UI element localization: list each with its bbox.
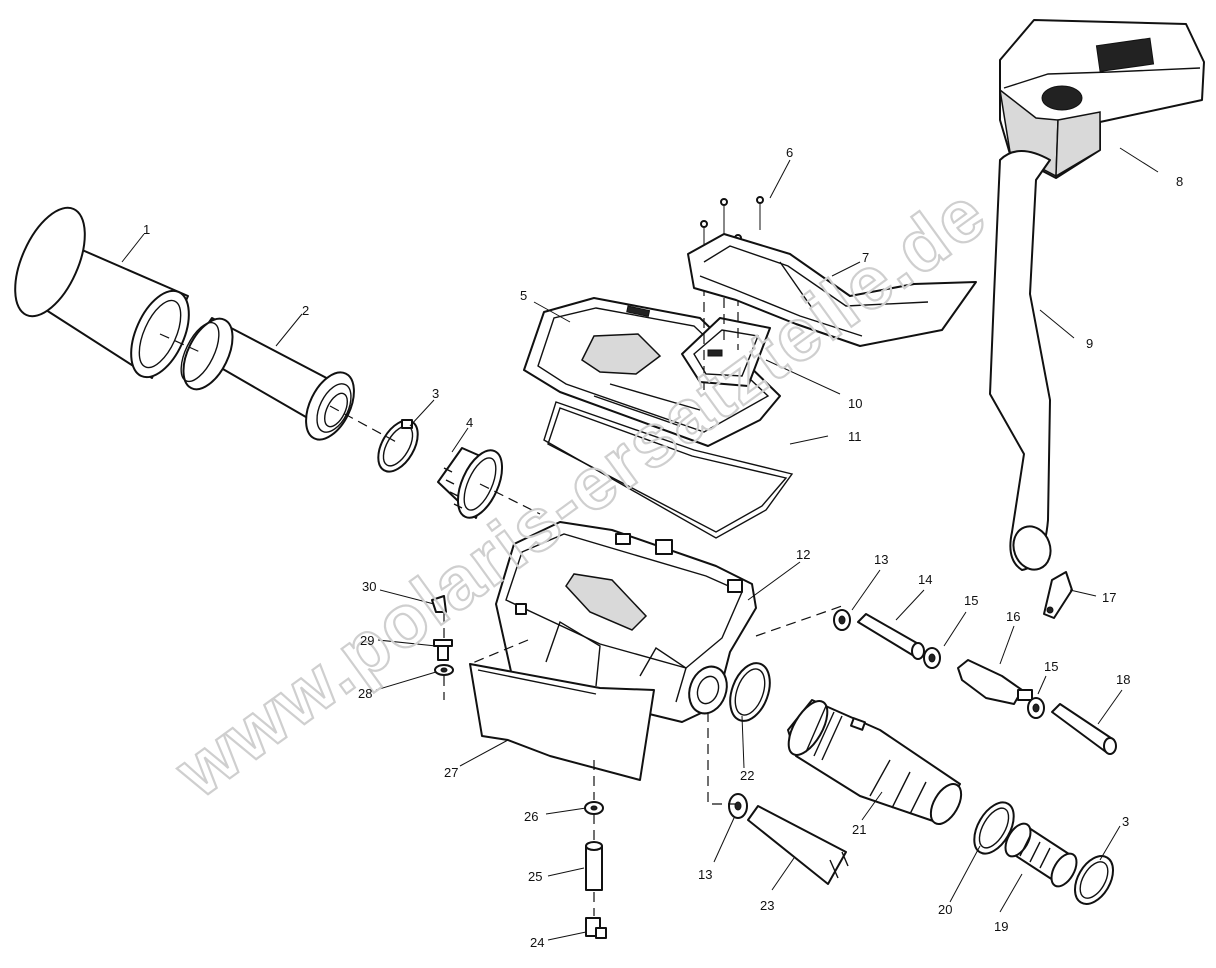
callout-13: 13	[698, 867, 712, 882]
part-29-bolt	[433, 639, 453, 661]
part-13b-hose-clamp	[728, 793, 748, 819]
part-17-tube-clip	[1043, 571, 1073, 619]
callout-16: 16	[1006, 609, 1020, 624]
callout-24: 24	[530, 935, 544, 950]
callout-1: 1	[143, 222, 150, 237]
callout-19: 19	[994, 919, 1008, 934]
part-7-intake-duct	[687, 233, 977, 347]
part-18-breather-hose	[1051, 703, 1117, 755]
callout-8: 8	[1176, 174, 1183, 189]
callout-6: 6	[786, 145, 793, 160]
part-8-intake-snorkel	[998, 19, 1205, 179]
callout-15: 15	[964, 593, 978, 608]
callout-3: 3	[1122, 814, 1129, 829]
part-15-breather-clamp	[923, 647, 941, 669]
callout-25: 25	[528, 869, 542, 884]
callout-20: 20	[938, 902, 952, 917]
part-15b-breather-clamp	[1027, 697, 1045, 719]
callout-23: 23	[760, 898, 774, 913]
part-3-hose-clamp	[377, 419, 419, 473]
callout-13: 13	[874, 552, 888, 567]
part-3b-hose-clamp	[1074, 855, 1114, 905]
part-20-ring	[973, 801, 1015, 855]
callout-18: 18	[1116, 672, 1130, 687]
leader-lines	[121, 147, 1159, 941]
part-25-drain-hose	[585, 841, 603, 891]
callout-7: 7	[862, 250, 869, 265]
part-30-clip	[431, 595, 447, 613]
callout-9: 9	[1086, 336, 1093, 351]
part-19-coupler	[1004, 822, 1078, 888]
callout-3: 3	[432, 386, 439, 401]
callout-2: 2	[302, 303, 309, 318]
part-16-breather-valve	[957, 659, 1033, 705]
callout-14: 14	[918, 572, 932, 587]
callout-30: 30	[362, 579, 376, 594]
callout-4: 4	[466, 415, 473, 430]
callout-26: 26	[524, 809, 538, 824]
callout-labels: 1 2 3 3 4 5 6 7 8 9 10 11 12 13 13 14 15…	[143, 145, 1183, 950]
callout-5: 5	[520, 288, 527, 303]
callout-15: 15	[1044, 659, 1058, 674]
callout-12: 12	[796, 547, 810, 562]
part-23-hose	[747, 805, 849, 885]
part-12-airbox	[495, 521, 757, 723]
part-22-o-ring	[729, 662, 771, 722]
callout-10: 10	[848, 396, 862, 411]
callout-17: 17	[1102, 590, 1116, 605]
assembly-centerlines	[159, 333, 843, 916]
callout-21: 21	[852, 822, 866, 837]
part-24-drain-plug	[585, 917, 607, 939]
part-21-outlet-boot	[787, 699, 963, 825]
part-27-cover-plate	[469, 663, 655, 781]
part-1-prefilter-sleeve	[14, 206, 190, 379]
part-28-washer	[434, 664, 454, 676]
callout-11: 11	[848, 429, 862, 444]
part-13-breather-clamp	[833, 609, 851, 631]
callout-28: 28	[358, 686, 372, 701]
callout-29: 29	[360, 633, 374, 648]
part-14-breather-hose	[857, 613, 925, 660]
part-11-lid-gasket	[543, 401, 794, 539]
part-9-snorkel-tube	[989, 150, 1052, 571]
callout-27: 27	[444, 765, 458, 780]
part-2-air-filter	[180, 317, 355, 441]
callout-22: 22	[740, 768, 754, 783]
part-26-drain-clamp	[584, 801, 604, 815]
